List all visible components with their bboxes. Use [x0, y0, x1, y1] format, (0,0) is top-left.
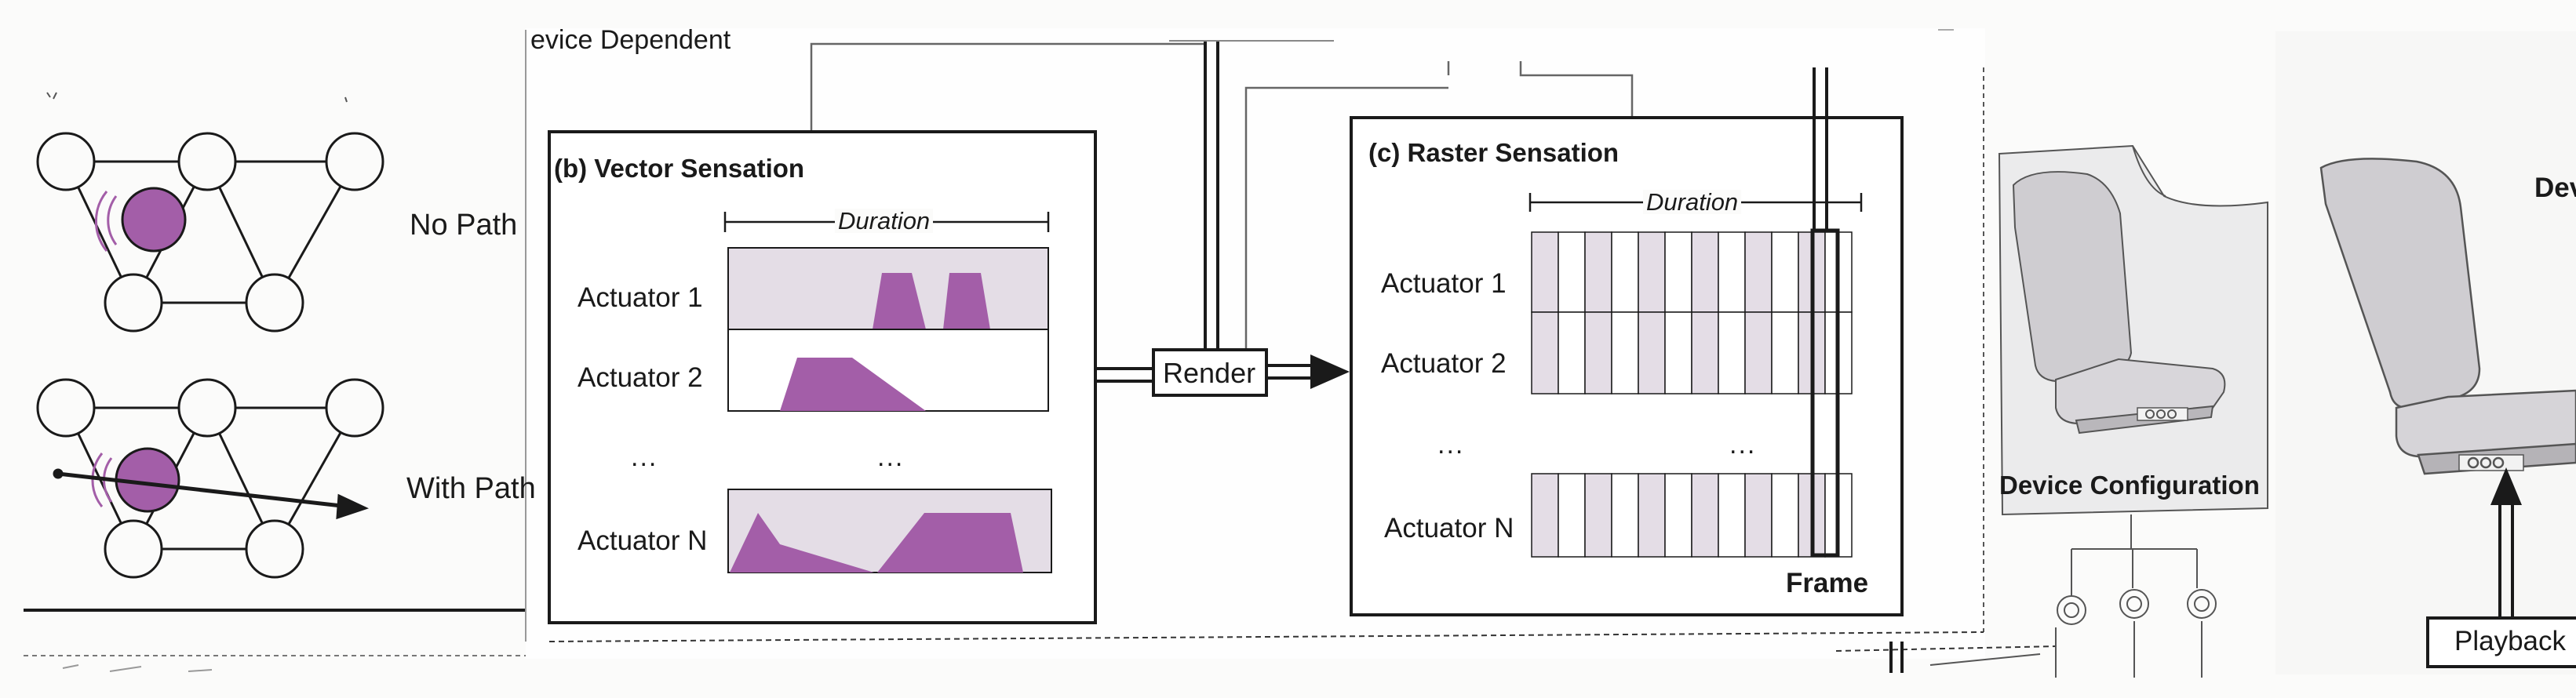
- vector-actuator-n-label: Actuator N: [578, 525, 708, 556]
- sensation-point: [121, 187, 187, 253]
- graph-node: [245, 519, 304, 579]
- frame-label: Frame: [1786, 568, 1869, 598]
- raster-cell: [1664, 231, 1692, 313]
- raster-cell: [1664, 311, 1692, 394]
- graph-node: [177, 378, 237, 438]
- raster-ellipsis-right: ...: [1729, 430, 1757, 460]
- actuator-n-pulse: [730, 513, 874, 573]
- vector-duration-label: Duration: [835, 209, 934, 233]
- device-dependent-heading: evice Dependent: [530, 25, 731, 55]
- raster-cell: [1691, 311, 1719, 394]
- left-panel: [24, 92, 549, 672]
- graph-node: [36, 378, 96, 438]
- path-arrow: [57, 471, 349, 509]
- actuator-1-pulse: [873, 273, 926, 329]
- seat-illustration-2: [2319, 158, 2576, 475]
- raster-sensation-panel: [1350, 67, 1904, 616]
- vector-actuator-2-label: Actuator 2: [578, 362, 703, 393]
- graph-no-path: [36, 132, 384, 333]
- actuator-wiring: [1929, 514, 2217, 678]
- playback-box: [2426, 616, 2576, 668]
- render-box: [1152, 348, 1268, 397]
- raster-cell: [1771, 231, 1799, 313]
- render-label: Render: [1163, 357, 1256, 389]
- actuator-n-pulse: [877, 513, 1023, 573]
- vector-ellipsis-left: ...: [631, 442, 658, 472]
- raster-cell: [1611, 473, 1639, 558]
- raster-cell: [1638, 473, 1666, 558]
- no-path-label: No Path: [410, 209, 518, 242]
- raster-cell: [1611, 311, 1639, 394]
- raster-actuator-2-label: Actuator 2: [1381, 348, 1507, 379]
- raster-cell: [1744, 231, 1773, 313]
- graph-node: [104, 519, 163, 579]
- seat-illustration: [2012, 171, 2226, 434]
- raster-ellipsis-left: ...: [1437, 430, 1465, 460]
- frame-highlight: [1810, 228, 1840, 558]
- render-arrow-head: [1310, 354, 1350, 389]
- raster-cell: [1771, 473, 1799, 558]
- raster-cell: [1531, 231, 1559, 313]
- vector-sensation-panel: [548, 130, 1097, 624]
- device-panel: [1835, 31, 2576, 678]
- graph-node: [104, 273, 163, 333]
- raster-cell: [1584, 311, 1612, 394]
- vector-ellipsis-right: ...: [877, 442, 905, 472]
- raster-cell: [1771, 311, 1799, 394]
- raster-actuator-1-label: Actuator 1: [1381, 268, 1507, 299]
- graph-with-path: [36, 378, 384, 579]
- graph-node: [325, 132, 384, 191]
- arrow-head: [336, 493, 370, 520]
- raster-grid: [1531, 231, 1853, 558]
- render-connector: [1097, 348, 1350, 397]
- raster-cell: [1691, 231, 1719, 313]
- actuator-2-pulse: [780, 358, 926, 411]
- raster-cell: [1531, 473, 1559, 558]
- raster-actuator-n-label: Actuator N: [1384, 513, 1514, 543]
- vector-actuator-1-label: Actuator 1: [578, 282, 703, 313]
- graph-node: [325, 378, 384, 438]
- playback-label: Playback: [2454, 626, 2567, 656]
- graph-node: [177, 132, 237, 191]
- graph-node: [36, 132, 96, 191]
- device-heading-fragment: Dev: [2534, 173, 2576, 203]
- with-path-label: With Path: [406, 472, 536, 505]
- raster-cell: [1718, 473, 1746, 558]
- raster-sensation-title: (c) Raster Sensation: [1368, 138, 1620, 167]
- playback-arrow: [2426, 467, 2576, 668]
- raster-cell: [1744, 473, 1773, 558]
- vector-sensation-title: (b) Vector Sensation: [554, 154, 805, 183]
- raster-cell: [1558, 473, 1586, 558]
- raster-cell: [1691, 473, 1719, 558]
- device-configuration-label: Device Configuration: [1999, 471, 2260, 500]
- raster-cell: [1718, 311, 1746, 394]
- graph-node: [245, 273, 304, 333]
- raster-duration-label: Duration: [1643, 190, 1742, 214]
- actuator-1-pulse: [943, 273, 990, 329]
